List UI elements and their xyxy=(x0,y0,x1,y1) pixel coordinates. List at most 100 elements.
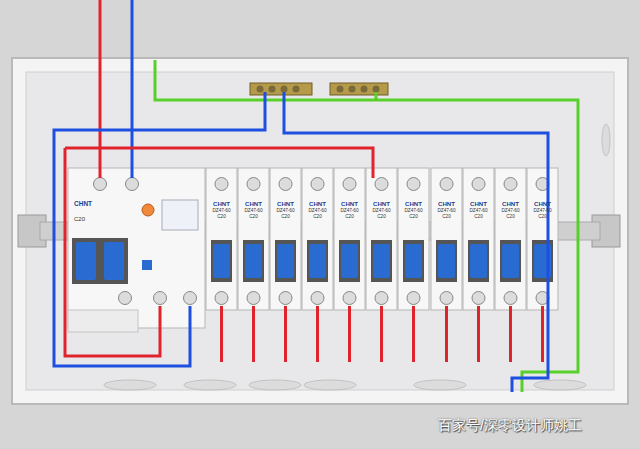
model-label: DZ47-60 xyxy=(431,209,462,214)
handle-slot xyxy=(243,240,264,282)
breaker-body xyxy=(206,168,237,310)
model-label: DZ47-60 xyxy=(463,209,494,214)
live-out-wire xyxy=(316,306,319,362)
rating-label: C20 xyxy=(206,215,237,220)
box-back xyxy=(26,72,614,390)
terminal-screw xyxy=(375,292,388,305)
breaker-body xyxy=(334,168,365,310)
brand-label: CHNT xyxy=(302,201,333,207)
terminal-screw xyxy=(472,292,485,305)
rating-label: C20 xyxy=(302,215,333,220)
circuit-breaker: CHNT DZ47-60C20 xyxy=(334,201,365,220)
terminal-screw xyxy=(504,178,517,191)
rcd-breaker: CHNTC20 xyxy=(68,201,138,222)
circuit-breaker: CHNTDZ47-60C20 xyxy=(206,201,237,220)
breaker-handle xyxy=(470,244,487,278)
brand-label: CHNT xyxy=(74,201,138,208)
breaker-body xyxy=(238,168,269,310)
breaker-body xyxy=(463,168,494,310)
circuit-breaker: CHNTDZ47-60C20 xyxy=(398,201,429,220)
rcd-info-panel xyxy=(162,200,198,230)
reset-button xyxy=(142,260,152,270)
live-out-wire xyxy=(541,306,544,362)
rcd-body xyxy=(68,168,205,328)
live-out-wire xyxy=(380,306,383,362)
terminal-bars xyxy=(250,83,388,95)
handle-slot xyxy=(211,240,232,282)
earth-wire xyxy=(155,60,578,392)
circuit-breaker: CHNTDZ47-60C20 xyxy=(527,201,558,220)
neutral-in-wire xyxy=(131,0,134,178)
circuit-breaker: CHNTDZ47-60C20 xyxy=(302,201,333,220)
live-bus-wire xyxy=(65,148,373,178)
live-out-wire xyxy=(477,306,480,362)
terminal-screw xyxy=(279,178,292,191)
wires xyxy=(54,0,578,392)
test-button xyxy=(142,204,154,216)
terminal-screw xyxy=(215,178,228,191)
brand-label: CHNT xyxy=(431,201,462,207)
breaker-body xyxy=(398,168,429,310)
model-label: DZ47-60 xyxy=(334,209,365,214)
circuit-breaker: CHNTDZ47-60C20 xyxy=(495,201,526,220)
breaker-handle xyxy=(373,244,390,278)
terminal-screw xyxy=(279,292,292,305)
breaker-handle xyxy=(104,242,124,280)
terminal-screw xyxy=(215,292,228,305)
breaker-handle xyxy=(277,244,294,278)
terminal-screw xyxy=(472,178,485,191)
terminal-screw xyxy=(119,292,132,305)
rating-label: C20 xyxy=(238,215,269,220)
brand-label: CHNT xyxy=(206,201,237,207)
breaker-handle xyxy=(213,244,230,278)
circuit-breaker: CHNTDZ47-60C20 xyxy=(366,201,397,220)
terminal-screw xyxy=(440,178,453,191)
live-in-wire xyxy=(99,0,102,178)
live-loop-wire xyxy=(65,148,160,356)
earth-wire xyxy=(375,92,378,100)
breaker-body xyxy=(270,168,301,310)
terminal-screw xyxy=(184,292,197,305)
handle-slot xyxy=(403,240,424,282)
terminal-screw xyxy=(440,292,453,305)
live-out-wire xyxy=(284,306,287,362)
breaker-body xyxy=(431,168,462,310)
live-out-wire xyxy=(348,306,351,362)
brand-label: CHNT xyxy=(238,201,269,207)
rating-label: C20 xyxy=(527,215,558,220)
live-out-wire xyxy=(252,306,255,362)
breaker-handle xyxy=(438,244,455,278)
breaker-body xyxy=(366,168,397,310)
terminal-screw xyxy=(247,178,260,191)
model-label: DZ47-60 xyxy=(270,209,301,214)
breaker-handle xyxy=(76,242,96,280)
handle-slot xyxy=(371,240,392,282)
handle-slot xyxy=(500,240,521,282)
terminal-screw xyxy=(343,292,356,305)
breaker-body xyxy=(302,168,333,310)
terminal-screw xyxy=(407,178,420,191)
circuit-breaker: CHNTDZ47-60C20 xyxy=(431,201,462,220)
terminal-screw xyxy=(154,292,167,305)
handle-slot xyxy=(72,238,128,284)
brand-label: CHNT xyxy=(334,201,365,207)
rcd-label-plate xyxy=(68,310,138,332)
watermark: 百家号/深零设计师姚工 xyxy=(438,417,582,435)
rating-label: C20 xyxy=(334,215,365,220)
terminal-screw xyxy=(126,178,139,191)
terminal-screw xyxy=(311,178,324,191)
breaker-handle xyxy=(309,244,326,278)
terminal-screw xyxy=(311,292,324,305)
model-label: DZ47-60 xyxy=(398,209,429,214)
brand-label: CHNT xyxy=(463,201,494,207)
terminal-screw xyxy=(504,292,517,305)
handle-slot xyxy=(275,240,296,282)
breaker-body xyxy=(495,168,526,310)
breaker-handle xyxy=(245,244,262,278)
model-label: DZ47-60 xyxy=(238,209,269,214)
box-frame xyxy=(12,58,628,404)
live-out-wire xyxy=(509,306,512,362)
live-out-wire xyxy=(412,306,415,362)
